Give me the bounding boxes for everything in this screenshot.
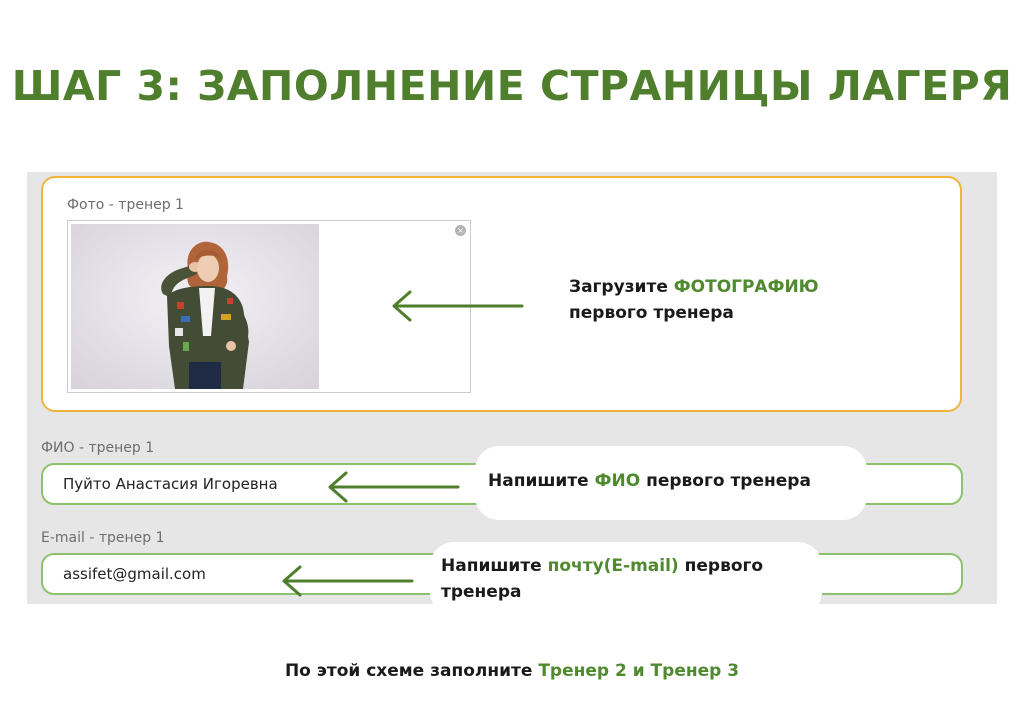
email-field-label: E-mail - тренер 1 [41,530,165,546]
name-field-label: ФИО - тренер 1 [41,440,155,456]
name-input-value: Пуйто Анастасия Игоревна [63,475,278,493]
photo-field-label: Фото - тренер 1 [67,197,184,213]
arrow-left-icon [328,471,460,503]
name-instruction: Напишите ФИО первого тренера [488,471,811,491]
remove-photo-icon[interactable]: × [455,225,466,236]
email-input-value: assifet@gmail.com [63,565,206,583]
trainer-photo [71,224,319,389]
arrow-left-icon [392,290,524,322]
footer-instruction: По этой схеме заполните Тренер 2 и Трене… [284,661,740,681]
photo-instruction: Загрузите ФОТОГРАФИЮ первого тренера [569,277,819,323]
email-instruction-bubble [430,542,822,616]
email-instruction: Напишите почту(E-mail) первого тренера [441,556,764,602]
arrow-left-icon [282,565,414,597]
name-instruction-bubble [475,446,867,520]
page-title: ШАГ 3: ЗАПОЛНЕНИЕ СТРАНИЦЫ ЛАГЕРЯ [11,62,1013,110]
